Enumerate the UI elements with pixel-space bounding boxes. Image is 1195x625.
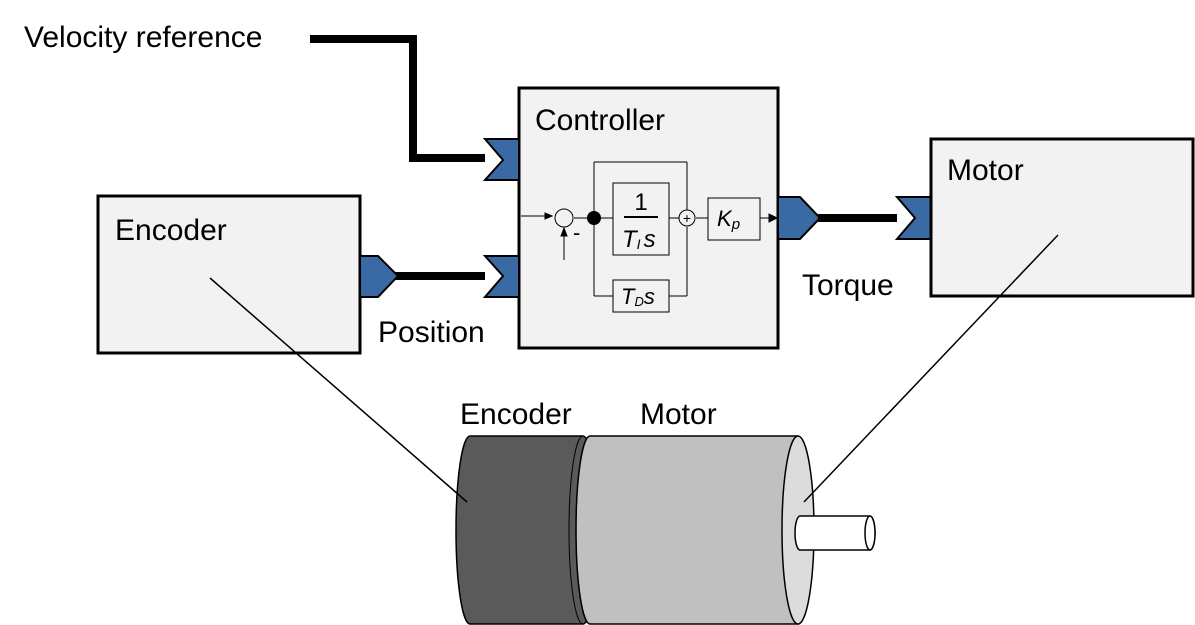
integral-numerator: 1 — [634, 189, 647, 216]
controller-position-input-connector — [482, 255, 520, 298]
motor-block — [929, 137, 1195, 298]
summing-junction-plus — [678, 209, 696, 227]
derivative-block — [612, 279, 670, 313]
motor-cylinder — [575, 435, 799, 625]
branch-node — [587, 211, 601, 225]
controller-label: Controller — [535, 104, 665, 137]
gain-label: Kp — [717, 206, 740, 233]
motor-encoder-seam — [568, 435, 584, 625]
velocity-reference-wire — [310, 35, 485, 162]
position-label: Position — [378, 316, 485, 349]
summing-junction — [554, 208, 574, 228]
encoder-output-connector — [359, 255, 400, 298]
integral-block — [612, 182, 670, 256]
plus-sign: + — [683, 210, 691, 226]
derivative-label: TDs — [621, 284, 655, 309]
motor-shaft — [794, 515, 876, 551]
velocity-reference-label: Velocity reference — [24, 21, 262, 54]
minus-sign: - — [573, 220, 580, 245]
motor-seam-inner — [575, 435, 591, 625]
encoder-leader-line — [209, 277, 468, 503]
encoder-block-label: Encoder — [115, 214, 227, 247]
torque-label: Torque — [802, 269, 894, 302]
gain-block — [707, 197, 761, 241]
motor-leader-line — [803, 234, 1059, 503]
controller-output-connector — [777, 196, 822, 240]
encoder-block — [96, 194, 362, 355]
encoder-physical-label: Encoder — [460, 398, 572, 431]
shaft-end — [864, 515, 876, 551]
controller-velocity-input-connector — [482, 138, 520, 181]
motor-physical-label: Motor — [640, 398, 717, 431]
motor-input-connector — [894, 196, 932, 240]
motor-block-label: Motor — [947, 154, 1024, 187]
